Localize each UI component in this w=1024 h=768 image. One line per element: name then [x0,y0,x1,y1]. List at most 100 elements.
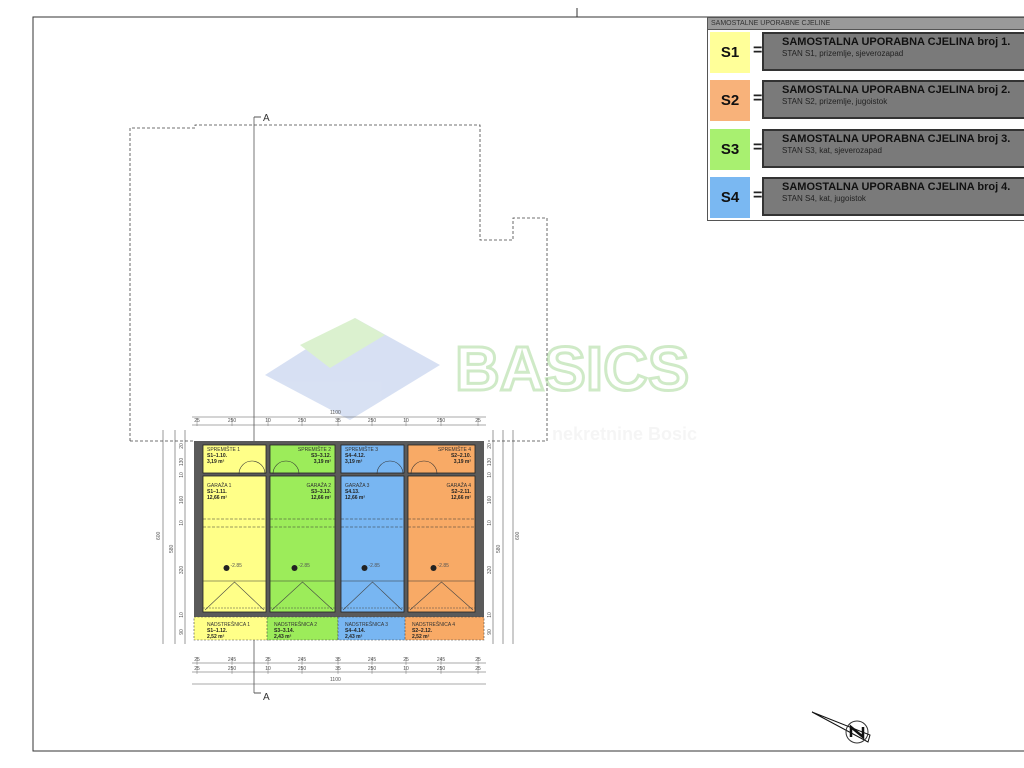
garage-name: GARAŽA 4 [447,481,472,489]
legend-row-s3: S3 = SAMOSTALNA UPORABNA CJELINA broj 3.… [708,129,1024,170]
garage-room [202,475,267,613]
dim-label-vertical: 90 [487,629,493,635]
legend-row-s2: S2 = SAMOSTALNA UPORABNA CJELINA broj 2.… [708,80,1024,121]
canopy-area-value: 2,52 m² [207,634,225,640]
legend-title: SAMOSTALNA UPORABNA CJELINA broj 1. [782,36,1011,48]
level-marker-icon [291,565,298,571]
section-label-bottom: A [263,692,270,703]
garage-area: 12,66 m² [451,495,471,501]
garage-code: S3–3.13. [311,489,332,495]
legend-description: SAMOSTALNA UPORABNA CJELINA broj 3. STAN… [762,129,1024,168]
dim-total-bottom: 1100 [330,677,341,683]
watermark-tagline: nekretnine Bosic [552,424,697,444]
dimensions-vertical [162,430,514,644]
legend-title: SAMOSTALNA UPORABNA CJELINA broj 2. [782,84,1011,96]
legend-swatch: S4 [710,177,750,218]
legend-subtitle: STAN S2, prizemlje, jugoistok [782,97,888,106]
storage-name: SPREMIŠTE 3 [345,446,378,453]
dimensions-top [192,416,486,426]
storage-room [407,444,476,474]
storage-code: S1–1.10. [207,453,228,459]
legend-description: SAMOSTALNA UPORABNA CJELINA broj 2. STAN… [762,80,1024,119]
legend-equals: = [753,42,763,59]
garage-room [340,475,405,613]
storage-name: SPREMIŠTE 4 [438,446,471,453]
canopy-code: S4–4.14. [345,628,366,634]
dim-label-vertical: 20 [487,443,493,449]
storage-area: 3,19 m² [314,459,332,465]
legend-description: SAMOSTALNA UPORABNA CJELINA broj 1. STAN… [762,32,1024,71]
storage-area: 3,19 m² [207,459,225,465]
watermark-tile-top [300,318,385,368]
garage-name: GARAŽA 2 [307,481,332,489]
garage-area: 12,66 m² [207,495,227,501]
storage-name: SPREMIŠTE 2 [298,446,331,453]
floor-level: -2.85 [299,563,311,569]
canopy-name: NADSTREŠNICA 1 [207,621,250,628]
storage-code: S2–2.10. [451,453,472,459]
legend-row-s1: S1 = SAMOSTALNA UPORABNA CJELINA broj 1.… [708,32,1024,73]
legend-subtitle: STAN S1, prizemlje, sjeverozapad [782,49,904,58]
door-swing [238,460,266,475]
storage-area: 3,19 m² [345,459,363,465]
legend-description: SAMOSTALNA UPORABNA CJELINA broj 4. STAN… [762,177,1024,216]
storage-room [340,444,405,474]
garage-door [204,581,265,611]
garage-door [342,581,403,611]
legend-header: SAMOSTALNE UPORABNE CJELINE [708,18,1024,30]
storage-code: S4–4.12. [345,453,366,459]
canopy-area-value: 2,52 m² [412,634,430,640]
canopy-area-value: 2,43 m² [274,634,292,640]
legend-swatch: S2 [710,80,750,121]
garage-name: GARAŽA 3 [345,481,370,489]
canopy-name: NADSTREŠNICA 4 [412,621,455,628]
upper-floor-outline [129,124,548,442]
dim-label-vertical: 10 [487,612,493,618]
garage-area: 12,66 m² [311,495,331,501]
canopy-area [193,616,270,641]
dim-right-mid: 580 [496,544,502,553]
canopy-code: S2–2.12. [412,628,433,634]
door-swing [272,460,300,475]
dim-label-vertical: 160 [179,496,185,505]
legend-title: SAMOSTALNA UPORABNA CJELINA broj 3. [782,133,1011,145]
dim-left-mid: 580 [169,544,175,553]
canopy-code: S3–3.14. [274,628,295,634]
legend-subtitle: STAN S4, kat, jugoistok [782,194,866,203]
storage-room [269,444,336,474]
dim-label-vertical: 320 [487,566,493,575]
dim-left-total: 600 [156,531,162,540]
garage-room [269,475,336,613]
storage-name: SPREMIŠTE 1 [207,446,240,453]
dim-label-vertical: 10 [179,520,185,526]
watermark-logo-text: BASICS [455,335,689,404]
dim-total-top: 1100 [330,410,341,416]
garage-door [409,581,474,611]
dim-label-vertical: 320 [179,566,185,575]
dim-label-vertical: 10 [487,472,493,478]
legend-row-s4: S4 = SAMOSTALNA UPORABNA CJELINA broj 4.… [708,177,1024,218]
legend-swatch: S1 [710,32,750,73]
dim-label-vertical: 10 [487,520,493,526]
dim-label-vertical: 10 [179,612,185,618]
level-marker-icon [223,565,230,571]
watermark-logo: BASICS nekretnine Bosic [265,318,697,444]
level-marker-icon [361,565,368,571]
canopy-area [404,616,485,641]
level-marker-icon [430,565,437,571]
floor-level: -2.85 [369,563,381,569]
canopy-name: NADSTREŠNICA 2 [274,621,317,628]
dimensions-bottom [192,662,486,685]
garage-code: S1–1.11. [207,489,227,495]
legend-panel: SAMOSTALNE UPORABNE CJELINE S1 = SAMOSTA… [707,17,1024,221]
floor-level: -2.85 [231,563,243,569]
garage-room [407,475,476,613]
door-swing [410,460,438,475]
dim-label-vertical: 160 [487,496,493,505]
